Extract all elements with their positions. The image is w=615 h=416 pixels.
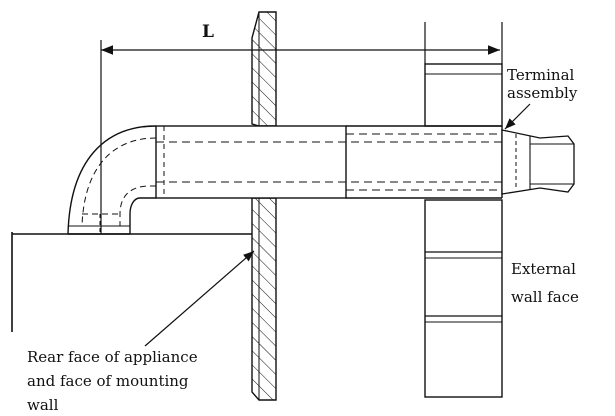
terminal-label-group: Terminal assembly [504,66,578,130]
flue-pipe [155,125,502,199]
external-wall-lower-block [424,199,503,398]
rear-face-line [11,232,252,332]
mounting-wall-lower [251,197,277,401]
external-wall-label-line1: External [511,260,576,278]
external-wall-label-group: External wall face [511,260,579,306]
rear-face-label-group: Rear face of appliance and face of mount… [27,250,255,414]
mounting-wall-upper [251,11,277,127]
dimension-l: L [100,22,500,234]
rear-face-label-line2: and face of mounting [27,372,189,390]
mounting-wall [251,11,277,401]
rear-face-label-line3: wall [27,396,59,414]
flue-elbow [67,125,157,235]
terminal-assembly [501,126,575,198]
terminal-label-line1: Terminal [507,66,575,84]
terminal-label-line2: assembly [507,84,578,102]
rear-face-label-line1: Rear face of appliance [27,348,198,366]
external-wall-upper-block [424,63,503,127]
external-wall [424,22,503,398]
external-wall-label-line2: wall face [511,288,579,306]
dimension-l-label: L [202,22,214,42]
